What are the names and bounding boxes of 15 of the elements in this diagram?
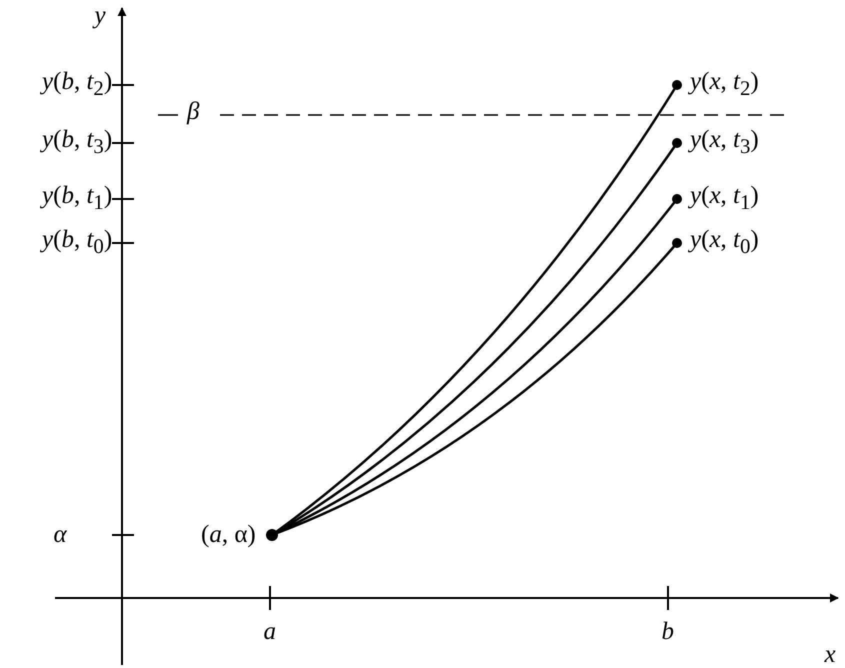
- tick-label: a: [264, 618, 276, 646]
- curve-label: y(x, t$_{2}$): [690, 68, 759, 102]
- curve-label: y(x, t$_{0}$): [690, 226, 759, 260]
- curve-label: y(x, t$_{3}$): [690, 126, 759, 160]
- tick-label: α: [54, 521, 67, 549]
- tick-label: b: [662, 618, 674, 646]
- curve-label: y(x, t$_{1}$): [690, 182, 759, 216]
- tick-label: y(b, t$_{3}$): [42, 126, 112, 160]
- tick-label: y(b, t$_{2}$): [42, 68, 112, 102]
- tick-label: β: [187, 98, 200, 126]
- tick-label: y(b, t$_{0}$): [42, 226, 112, 260]
- tick-label: y(b, t$_{1}$): [42, 182, 112, 216]
- axis-label: y: [94, 2, 106, 30]
- point-label: (a, α): [201, 521, 256, 549]
- axis-label: x: [824, 641, 836, 668]
